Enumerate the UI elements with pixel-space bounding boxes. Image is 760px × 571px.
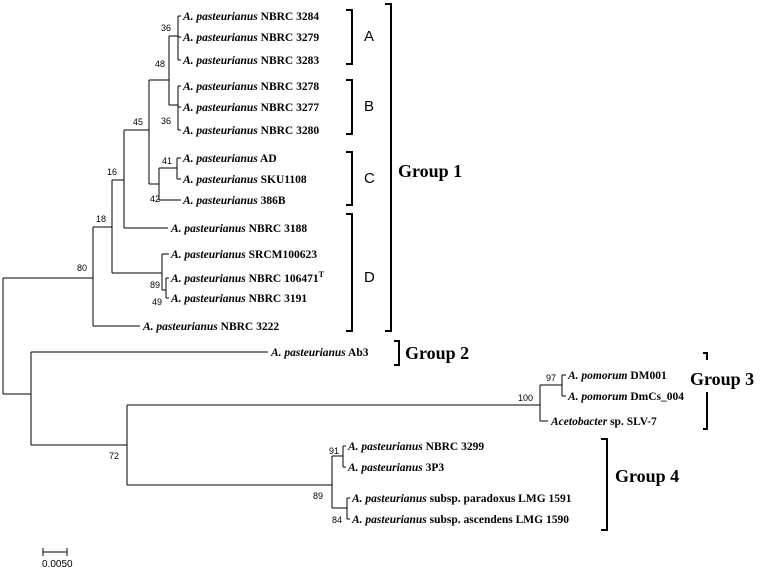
subgroup-bracket-b [346,79,353,135]
taxon-label: A. pasteurianus NBRC 3284 [182,11,319,23]
taxon-label: A. pasteurianus subsp. paradoxus LMG 159… [351,493,572,505]
taxon-label: A. pasteurianus NBRC 106471T [170,270,325,285]
subgroup-label-a: A [364,28,374,45]
group-label-2: Group 2 [405,343,469,363]
group-bracket-2 [394,340,400,366]
taxon-label: A. pasteurianus NBRC 3277 [182,102,319,114]
tree-branches [2,15,566,520]
taxon-labels: A. pasteurianus NBRC 3284 A. pasteurianu… [142,11,684,526]
bootstrap-value: 48 [155,59,165,69]
taxon-label: A. pasteurianus NBRC 3280 [182,125,319,137]
taxon-label: A. pasteurianus subsp. ascendens LMG 159… [351,514,569,526]
bootstrap-value: 42 [150,194,160,204]
bootstrap-value: 91 [329,446,339,456]
bootstrap-value: 89 [150,280,160,290]
bootstrap-value: 80 [77,263,87,273]
bootstrap-value: 89 [313,491,323,501]
group-label-4: Group 4 [615,466,679,486]
group-label-1: Group 1 [398,161,462,181]
group-bracket-3-bottom [703,392,708,430]
taxon-label: A. pasteurianus SKU1108 [182,174,307,186]
group-brackets: Group 1 Group 2 Group 3 Group 4 [385,3,754,531]
taxon-label: A. pasteurianus AD [182,153,277,165]
taxon-label: A. pasteurianus NBRC 3283 [182,55,319,67]
group-label-3: Group 3 [690,369,754,389]
bootstrap-value: 49 [152,297,162,307]
subgroup-bracket-a [346,9,353,65]
bootstrap-value: 18 [96,214,106,224]
subgroup-label-d: D [364,269,375,286]
bootstrap-value: 97 [546,373,556,383]
subgroup-brackets: A B C D [346,9,375,332]
scale-bar-label: 0.0050 [42,559,73,570]
group-bracket-1 [385,3,392,332]
taxon-label: A. pasteurianus SRCM100623 [170,249,317,261]
taxon-label: A. pomorum DM001 [567,370,667,382]
bootstrap-value: 100 [518,393,533,403]
bootstrap-value: 84 [332,515,342,525]
bootstrap-value: 72 [109,451,119,461]
group-bracket-3-top [703,352,708,360]
taxon-label: A. pasteurianus Ab3 [270,347,369,359]
subgroup-bracket-c [346,151,353,206]
taxon-label: A. pomorum DmCs_004 [567,391,684,403]
bootstrap-value: 36 [161,23,171,33]
subgroup-label-c: C [364,170,375,187]
group-bracket-4 [601,438,608,531]
taxon-label: A. pasteurianus 386B [182,195,286,207]
taxon-label: A. pasteurianus NBRC 3279 [182,32,319,44]
bootstrap-value: 36 [161,116,171,126]
subgroup-label-b: B [364,98,374,115]
taxon-label: A. pasteurianus NBRC 3299 [347,441,484,453]
taxon-label: A. pasteurianus NBRC 3278 [182,81,319,93]
bootstrap-value: 16 [107,167,117,177]
bootstrap-value: 41 [162,156,172,166]
taxon-label: A. pasteurianus NBRC 3222 [142,321,279,333]
scale-bar: 0.0050 [42,548,73,570]
bootstrap-values: 36 48 36 45 41 42 16 18 80 89 49 97 100 … [77,23,556,525]
bootstrap-value: 45 [133,117,143,127]
taxon-label: A. pasteurianus 3P3 [347,462,444,474]
taxon-label: A. pasteurianus NBRC 3191 [170,293,307,305]
taxon-label: Acetobacter sp. SLV-7 [550,416,657,428]
taxon-label: A. pasteurianus NBRC 3188 [170,223,307,235]
subgroup-bracket-d [346,213,353,332]
